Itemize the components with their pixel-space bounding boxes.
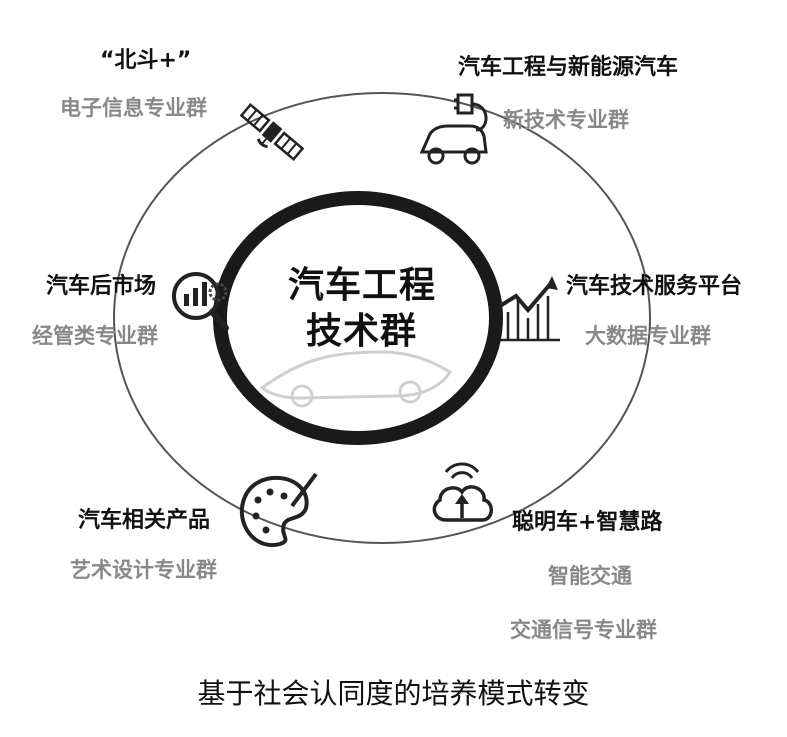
node-beidou-title: “北斗+” xyxy=(100,48,192,73)
orbit-ring xyxy=(113,92,651,544)
node-service-platform-subtitle: 大数据专业群 xyxy=(585,324,711,348)
node-new-energy-title: 汽车工程与新能源汽车 xyxy=(458,55,679,80)
node-products-title: 汽车相关产品 xyxy=(78,508,211,533)
node-service-platform-title: 汽车技术服务平台 xyxy=(566,274,743,299)
chart-growth-icon xyxy=(498,276,560,342)
center-title-line1: 汽车工程 xyxy=(288,265,437,306)
palette-icon xyxy=(239,472,318,548)
node-aftermarket-subtitle: 经管类专业群 xyxy=(32,324,158,348)
satellite-icon xyxy=(239,103,305,161)
analytics-gear-icon xyxy=(172,272,229,331)
ev-charging-icon xyxy=(419,93,488,165)
figure-caption: 基于社会认同度的培养模式转变 xyxy=(197,677,590,710)
node-beidou-subtitle: 电子信息专业群 xyxy=(60,96,207,120)
node-smart-road-subtitle: 智能交通 xyxy=(548,564,632,588)
node-smart-road-subtitle2: 交通信号专业群 xyxy=(510,618,657,642)
node-products-subtitle: 艺术设计专业群 xyxy=(70,558,217,582)
node-new-energy-subtitle: 新技术专业群 xyxy=(503,108,629,132)
car-silhouette-icon xyxy=(259,350,453,408)
node-smart-road-title: 聪明车+智慧路 xyxy=(512,510,663,535)
center-title-line2: 技术群 xyxy=(306,311,418,352)
node-aftermarket-title: 汽车后市场 xyxy=(46,274,157,299)
cloud-upload-icon xyxy=(432,462,493,522)
